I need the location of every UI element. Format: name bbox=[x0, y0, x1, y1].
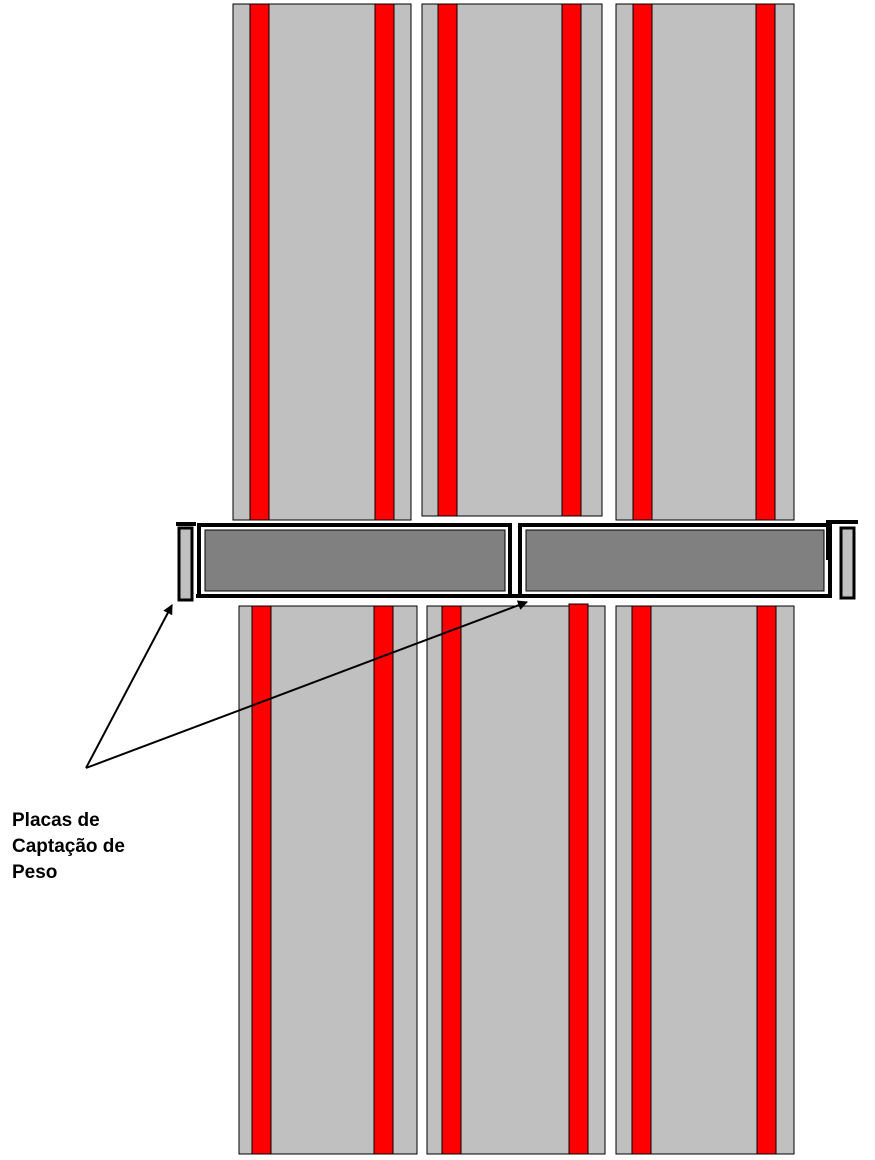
plate-left bbox=[197, 523, 512, 598]
end-bracket-left bbox=[176, 522, 196, 602]
track-lower-3 bbox=[615, 605, 795, 1155]
track-lower-1 bbox=[238, 605, 418, 1155]
arrow-to-left-plate bbox=[85, 604, 173, 769]
weighing-plates bbox=[176, 520, 858, 602]
plate-right bbox=[518, 523, 832, 598]
callout-label-line1: Placas de bbox=[12, 810, 100, 831]
upper-tracks bbox=[232, 3, 795, 521]
callout-arrows bbox=[85, 600, 528, 769]
end-bracket-right bbox=[826, 520, 858, 600]
lower-tracks bbox=[238, 603, 795, 1155]
track-upper-2 bbox=[421, 3, 603, 517]
track-upper-1 bbox=[232, 3, 412, 521]
track-lower-2 bbox=[426, 603, 606, 1155]
callout-label: Placas de Captação de Peso bbox=[12, 808, 125, 886]
callout-label-line3: Peso bbox=[12, 862, 58, 883]
track-upper-3 bbox=[615, 3, 795, 521]
arrow-to-center-plate bbox=[85, 600, 528, 769]
callout-label-line2: Captação de bbox=[12, 836, 125, 857]
